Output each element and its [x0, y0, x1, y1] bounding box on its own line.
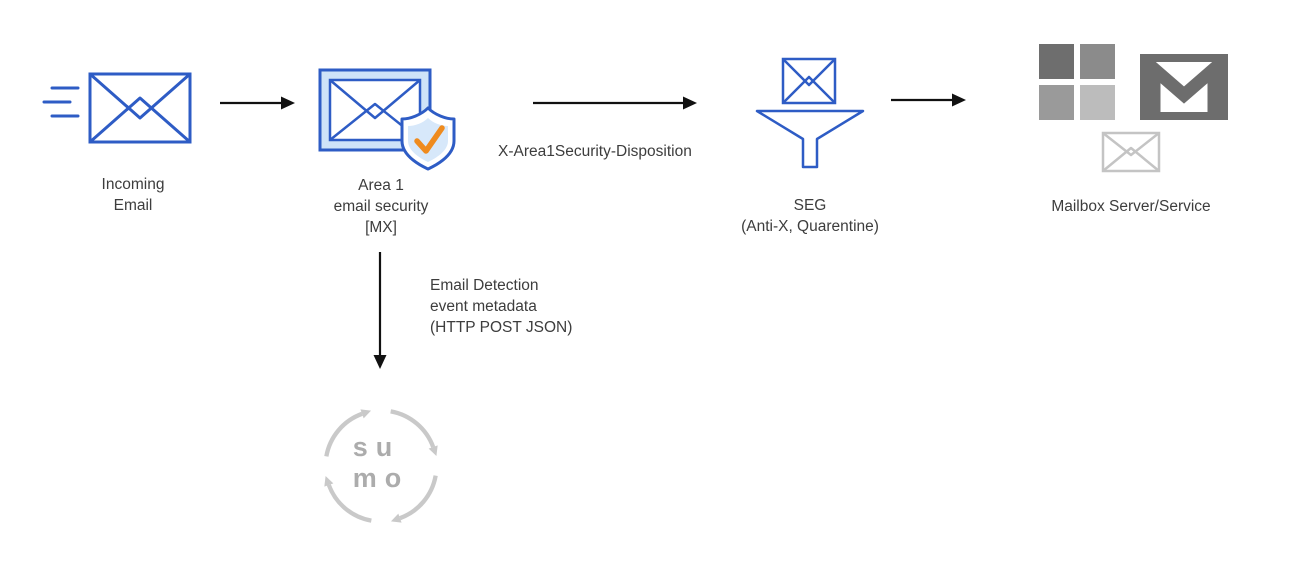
envelope-body: [88, 72, 192, 144]
arrowhead-icon: [373, 355, 387, 369]
arrowhead-icon: [683, 96, 697, 110]
arrowhead-icon: [281, 96, 295, 110]
incoming-email-label: Incoming Email: [101, 176, 165, 214]
area1-shielded-envelope-icon: [318, 68, 456, 171]
seg-funnel-envelope-icon: [755, 57, 865, 169]
incoming-email-envelope-icon: [42, 72, 192, 144]
mailbox-label: Mailbox Server/Service: [1051, 198, 1211, 215]
arrow-incoming-to-area1: [220, 96, 295, 110]
sumo-wordmark-line2: mo: [352, 463, 410, 493]
funnel-icon: [755, 109, 865, 169]
envelope-flap: [782, 58, 836, 87]
arrowhead-icon: [952, 93, 966, 107]
seg-label: SEG (Anti-X, Quarentine): [741, 197, 879, 235]
disposition-edge-label: X-Area1Security-Disposition: [498, 143, 692, 160]
area1-label: Area 1 email security [MX]: [333, 177, 429, 236]
envelope-flap: [89, 72, 191, 120]
envelope-folds: [782, 75, 836, 104]
checkmark-icon: [414, 125, 445, 154]
detection-edge-label: Email Detection event metadata (HTTP POS…: [430, 277, 573, 336]
arrow-seg-to-mailbox: [891, 93, 966, 107]
envelope-flap: [329, 79, 421, 120]
sumo-wordmark: su mo: [314, 432, 448, 494]
arrow-area1-to-sumo: [373, 252, 387, 369]
sumo-wordmark-line1: su: [352, 432, 401, 462]
sumo-logic-logo: su mo: [314, 399, 448, 533]
gmail-m-shape: [1147, 54, 1221, 113]
sumo-circular-arrows-icon: [324, 409, 438, 523]
microsoft-squares-icon: [1039, 44, 1115, 120]
speed-lines-icon: [42, 86, 80, 118]
envelope-folds: [89, 96, 191, 144]
arrow-area1-to-seg: [533, 96, 697, 110]
gmail-envelope-icon: [1140, 54, 1228, 120]
small-envelope-icon: [1101, 131, 1161, 173]
